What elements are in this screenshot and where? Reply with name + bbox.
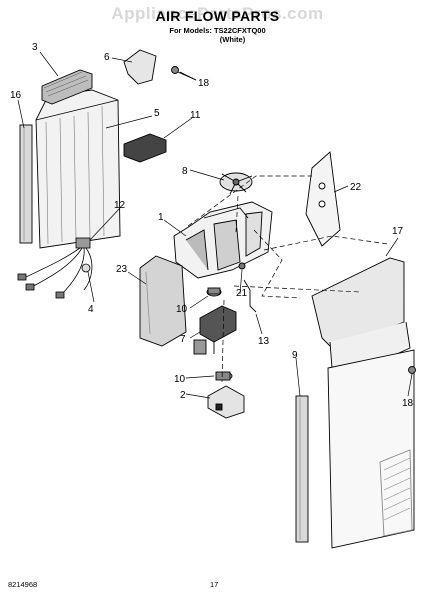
assembly-lines: [187, 175, 389, 383]
part-2-motor-bracket: [207, 385, 245, 419]
part-1-duct-housing: [173, 201, 273, 279]
document-number: 8214968: [8, 580, 38, 589]
part-12-wire-harness: [17, 237, 93, 299]
part-17-duct-cover: [311, 257, 415, 549]
callout-4: 4: [88, 304, 94, 315]
leader-lines: [17, 51, 413, 399]
part-6-cover: [123, 49, 157, 85]
callout-22: 22: [350, 182, 362, 193]
watermark: AppliancePartsPros.com: [111, 4, 324, 23]
part-18-screw-lower: [408, 366, 416, 374]
callout-17: 17: [392, 226, 404, 237]
callout-10-upper: 10: [176, 304, 188, 315]
callout-10-lower: 10: [174, 374, 186, 385]
callout-1: 1: [158, 212, 164, 223]
part-23-baffle: [139, 255, 187, 347]
callout-9: 9: [292, 350, 298, 361]
callout-labels: 1 2 3 4 5 6 7 8 9 10 10 11 12 13 16 17 1…: [10, 42, 414, 409]
callout-18-lower: 18: [402, 398, 414, 409]
part-9-strip: [295, 395, 309, 543]
part-11-bracket: [123, 133, 167, 163]
part-5-panel: [35, 89, 121, 249]
part-16-strip: [19, 124, 33, 244]
callout-16: 16: [10, 90, 22, 101]
model-line: For Models: TS22CFXTQ00: [169, 26, 266, 35]
callout-18-top: 18: [198, 78, 210, 89]
callout-8: 8: [182, 166, 188, 177]
part-7-motor: [193, 305, 237, 355]
callout-12: 12: [114, 200, 126, 211]
part-22-baffle: [305, 151, 341, 247]
part-13-rod: [243, 279, 257, 313]
part-10-grommet-upper: [206, 287, 222, 297]
callout-13: 13: [258, 336, 270, 347]
part-3-foam-block: [41, 69, 93, 105]
page-title: AIR FLOW PARTS: [155, 8, 280, 24]
callout-7: 7: [180, 334, 186, 345]
callout-11: 11: [190, 110, 201, 121]
callout-3: 3: [32, 42, 38, 53]
part-8-fan-blade: [219, 172, 253, 195]
callout-23: 23: [116, 264, 128, 275]
callout-2: 2: [180, 390, 186, 401]
callout-5: 5: [154, 108, 160, 119]
callout-6: 6: [104, 52, 110, 63]
part-10-grommet-lower: [215, 371, 233, 381]
part-21-screw: [238, 262, 246, 270]
callout-21: 21: [236, 288, 248, 299]
page-number: 17: [210, 580, 219, 589]
color-line: (White): [219, 35, 246, 44]
